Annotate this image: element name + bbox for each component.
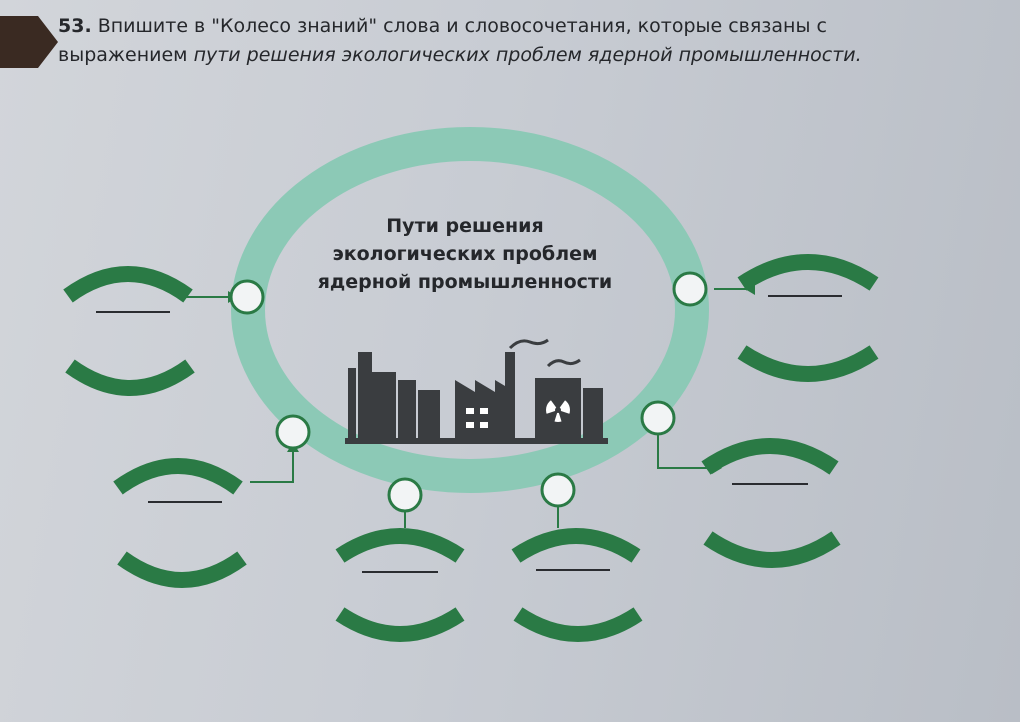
connector-lines (186, 288, 755, 528)
connector-circle-bottom-left (387, 477, 423, 513)
hub-title-line-1: Пути решения (386, 215, 544, 237)
hub-title-line-3: ядерной промышленности (317, 271, 613, 293)
answer-slot-right-bottom[interactable] (701, 438, 841, 568)
connector-circle-left-bottom (275, 414, 311, 450)
connector-circle-left-top (229, 279, 265, 315)
answer-slot-bottom-left[interactable] (335, 528, 465, 642)
answer-slot-right-top[interactable] (737, 254, 879, 382)
connector-circle-bottom-right (540, 472, 576, 508)
answer-slot-left-top[interactable] (63, 266, 195, 396)
answer-slot-bottom-right[interactable] (511, 528, 643, 642)
connector-circles (229, 271, 708, 513)
task-statement: 53. Впишите в "Колесо знаний" слова и сл… (58, 12, 988, 70)
hub-title-line-2: экологических проблем (332, 243, 598, 265)
task-number: 53. (58, 15, 92, 37)
factory-and-nuclear-plant-icon (345, 338, 608, 444)
task-text: Впишите в "Колесо знаний" слова и словос… (97, 15, 827, 37)
answer-slot-left-bottom[interactable] (113, 458, 247, 588)
writing-lines (96, 295, 842, 573)
task-topic: пути решения экологических проблем ядерн… (193, 44, 862, 66)
connector-circle-right-top (672, 271, 708, 307)
page-corner-marker (0, 16, 58, 68)
connector-circle-right-bottom (640, 400, 676, 436)
hub-title: Пути решения экологических проблем ядерн… (285, 212, 645, 296)
task-text-continued: выражением (58, 44, 188, 66)
